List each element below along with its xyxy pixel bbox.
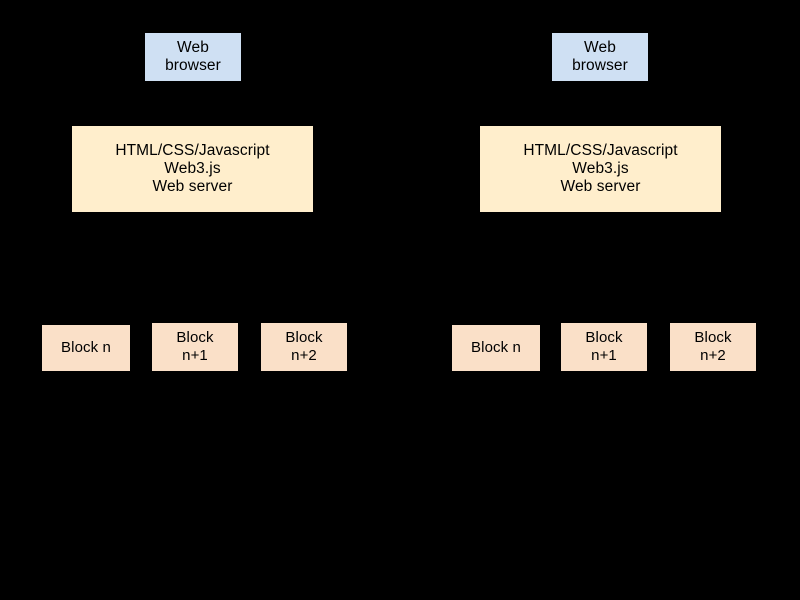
left-block-n-plus-2[interactable]: Block n+2 (261, 323, 347, 371)
right-block-n-plus-2[interactable]: Block n+2 (670, 323, 756, 371)
left-block-n[interactable]: Block n (42, 325, 130, 371)
right-web-server-box[interactable]: HTML/CSS/Javascript Web3.js Web server (480, 126, 721, 212)
right-block-n[interactable]: Block n (452, 325, 540, 371)
left-block-n-plus-1[interactable]: Block n+1 (152, 323, 238, 371)
left-web-server-box[interactable]: HTML/CSS/Javascript Web3.js Web server (72, 126, 313, 212)
right-web-browser-box[interactable]: Web browser (552, 33, 648, 81)
right-block-n-plus-1[interactable]: Block n+1 (561, 323, 647, 371)
left-web-browser-box[interactable]: Web browser (145, 33, 241, 81)
